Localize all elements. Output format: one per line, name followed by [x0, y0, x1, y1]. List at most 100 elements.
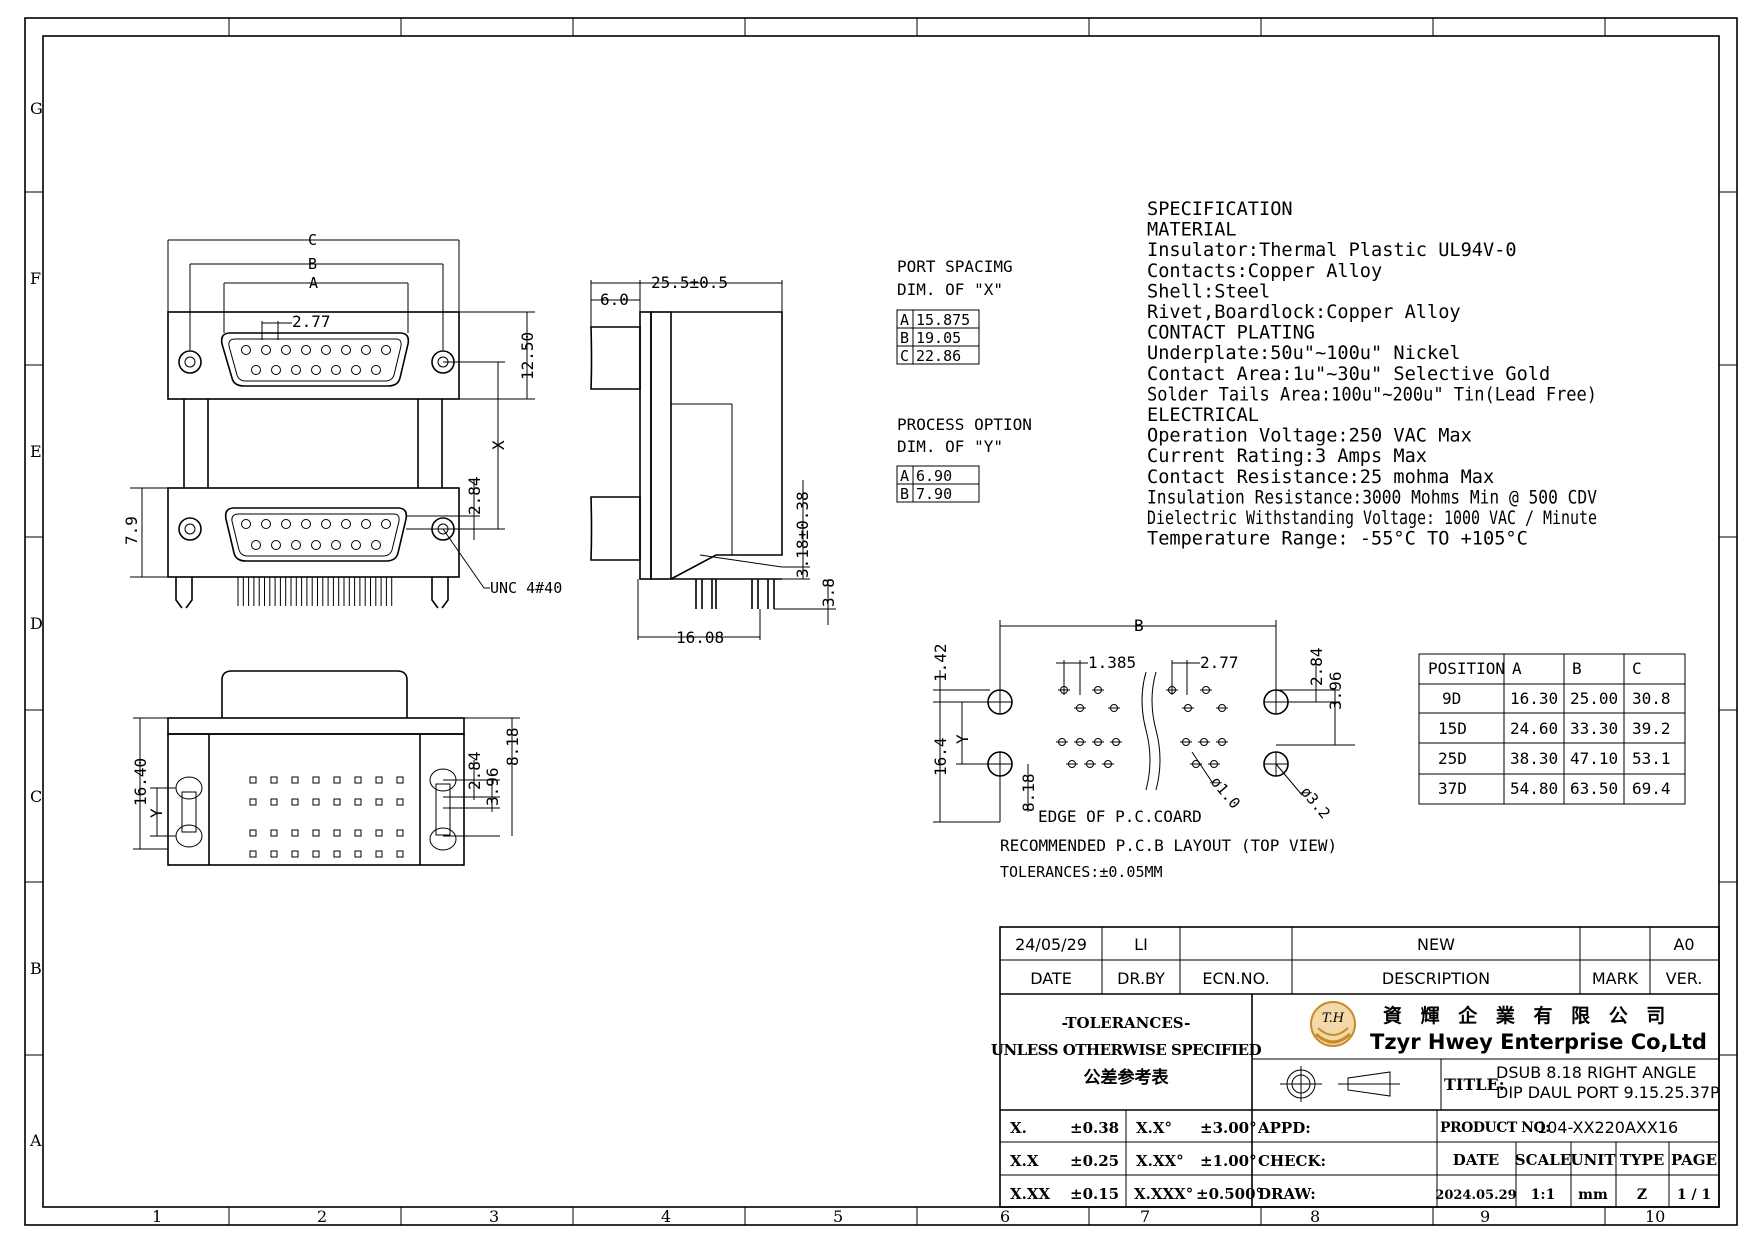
check-label: CHECK: [1258, 1152, 1326, 1170]
position-header: C [1632, 659, 1642, 678]
pin-contact [301, 519, 311, 529]
pin-contact [281, 345, 291, 355]
info-value: 1:1 [1531, 1187, 1556, 1203]
pcb-pad [291, 829, 299, 837]
process-option-key: B [900, 485, 909, 503]
pcb-pad [249, 776, 257, 784]
position-cell: 33.30 [1570, 719, 1618, 738]
pin-contact [291, 540, 301, 550]
pin-contact [241, 519, 251, 529]
pin-contact [301, 345, 311, 355]
dim-3-18-label: 3.18±0.38 [793, 491, 812, 578]
port-spacing-key: C [900, 347, 909, 365]
pcb-dim-1-385-label: 1.385 [1088, 653, 1136, 672]
pcb-pad [291, 798, 299, 806]
dim-2-84-label: 2.84 [465, 751, 484, 790]
pcb-pad [312, 829, 320, 837]
pcb-pad [354, 850, 362, 858]
info-header: PAGE [1671, 1151, 1717, 1169]
process-option-subtitle: DIM. OF "Y" [897, 437, 1003, 456]
spec-line: Contact Resistance:25 mohma Max [1147, 466, 1494, 488]
dim-12-50-label: 12.50 [518, 332, 537, 380]
col-label: 3 [489, 1207, 499, 1226]
pin-contact [271, 540, 281, 550]
pcb-pad [354, 829, 362, 837]
info-header: UNIT [1571, 1151, 1617, 1169]
company-name-cn: 資 輝 企 業 有 限 公 司 [1383, 1004, 1671, 1027]
col-label: 2 [317, 1207, 327, 1226]
draw-label: DRAW: [1258, 1185, 1316, 1203]
port-spacing-title: PORT SPACIMG [897, 257, 1013, 276]
spec-line: Contact Area:1u"~30u" Selective Gold [1147, 363, 1550, 385]
pcb-pad [375, 850, 383, 858]
pin-contact [371, 365, 381, 375]
pcb-pad [291, 776, 299, 784]
pcb-edge-label: EDGE OF P.C.COARD [1038, 807, 1202, 826]
rev-ver: A0 [1673, 935, 1694, 954]
pin-contact [311, 365, 321, 375]
spec-line: Contacts:Copper Alloy [1147, 260, 1382, 282]
position-header: POSITION [1428, 659, 1505, 678]
spec-line: Dielectric Withstanding Voltage: 1000 VA… [1147, 507, 1597, 529]
logo-text: T.H [1322, 1011, 1345, 1026]
col-label: 8 [1310, 1207, 1320, 1226]
position-cell: 24.60 [1510, 719, 1558, 738]
process-option-value: 6.90 [916, 467, 952, 485]
col-label: 9 [1480, 1207, 1490, 1226]
col-label: 10 [1645, 1207, 1665, 1226]
pcb-pad [312, 798, 320, 806]
port-spacing-value: 15.875 [916, 311, 970, 329]
pcb-dim-16-4-label: 16.4 [931, 737, 950, 776]
rev-header-ecn: ECN.NO. [1202, 969, 1269, 988]
port-spacing-value: 19.05 [916, 329, 961, 347]
tol-cell: ±3.00° [1200, 1119, 1257, 1137]
position-header: B [1572, 659, 1582, 678]
dim-3-8-label: 3.8 [819, 578, 838, 607]
spec-line: Operation Voltage:250 VAC Max [1147, 425, 1472, 447]
pin-contact [341, 345, 351, 355]
spec-line: Solder Tails Area:100u"~200u" Tin(Lead F… [1147, 383, 1597, 405]
pcb-pad [312, 776, 320, 784]
pin-contact [351, 540, 361, 550]
port-spacing-subtitle: DIM. OF "X" [897, 280, 1003, 299]
pin-contact [381, 345, 391, 355]
pcb-pad [375, 776, 383, 784]
pcb-pad [270, 776, 278, 784]
position-cell: 53.1 [1632, 749, 1671, 768]
dim-c-label: C [308, 231, 317, 249]
title-label: TITLE: [1444, 1075, 1505, 1094]
pcb-pad [270, 829, 278, 837]
rev-header-desc: DESCRIPTION [1382, 969, 1490, 988]
spec-line: SPECIFICATION [1147, 198, 1293, 220]
process-option-table: PROCESS OPTION DIM. OF "Y" A 6.90 B 7.90 [896, 415, 1032, 503]
col-label: 7 [1140, 1207, 1150, 1226]
pin-contact [341, 519, 351, 529]
dim-7-9-label: 7.9 [122, 516, 141, 545]
info-header: TYPE [1620, 1151, 1665, 1169]
pin-contact [291, 365, 301, 375]
process-option-value: 7.90 [916, 485, 952, 503]
pcb-dim-d1-label: ø1.0 [1207, 773, 1244, 812]
pin-contact [371, 540, 381, 550]
process-option-title: PROCESS OPTION [897, 415, 1032, 434]
pcb-dim-2-77-label: 2.77 [1200, 653, 1239, 672]
tol-cell: ±0.500° [1196, 1185, 1263, 1203]
pcb-pad [333, 776, 341, 784]
spec-line: Current Rating:3 Amps Max [1147, 445, 1427, 467]
row-label: D [30, 614, 43, 633]
pcb-pad [354, 776, 362, 784]
pin-contact [351, 365, 361, 375]
row-label: C [30, 787, 42, 806]
dim-y-label: Y [147, 808, 166, 818]
pcb-dim-d2-label: ø3.2 [1297, 783, 1334, 822]
spec-line: Temperature Range: -55°C TO +105°C [1147, 528, 1528, 550]
position-cell: 63.50 [1570, 779, 1618, 798]
position-cell: 9D [1442, 689, 1461, 708]
pcb-tolerance: TOLERANCES:±0.05MM [1000, 863, 1163, 881]
col-label: 1 [152, 1207, 162, 1226]
pcb-pad [375, 829, 383, 837]
info-value: mm [1578, 1187, 1608, 1203]
position-cell: 69.4 [1632, 779, 1671, 798]
row-label: E [30, 442, 42, 461]
